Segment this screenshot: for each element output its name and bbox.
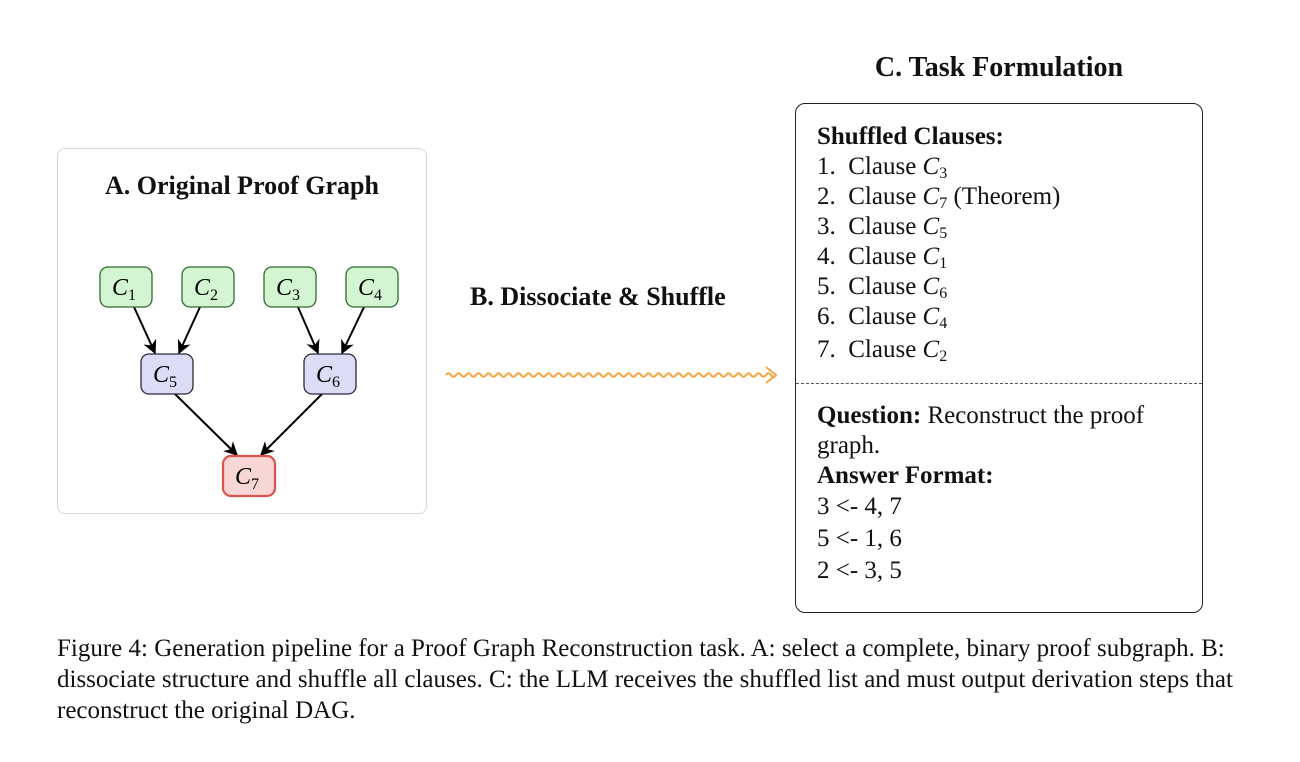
theorem-note: (Theorem) <box>947 183 1061 210</box>
clause-item: 1. Clause C3 <box>817 153 948 182</box>
section-divider <box>796 383 1202 384</box>
svg-text:C6: C6 <box>316 362 340 391</box>
answer-format-list: 3 <- 4, 7 5 <- 1, 6 2 <- 3, 5 <box>817 491 1187 587</box>
squiggle-line <box>445 372 777 378</box>
question-block: Question: Reconstruct the proof graph. <box>817 401 1187 461</box>
node-c5: C5 <box>140 353 194 395</box>
svg-text:C7: C7 <box>235 464 259 493</box>
svg-text:C1: C1 <box>112 275 136 304</box>
edge-c1-c5 <box>133 306 157 355</box>
figure-caption: Figure 4: Generation pipeline for a Proo… <box>57 635 1233 724</box>
clause-item: 5. Clause C6 <box>817 273 948 302</box>
node-c1: C1 <box>99 266 153 308</box>
clause-item: 4. Clause C1 <box>817 243 948 272</box>
clause-item: 2. Clause C7 (Theorem) <box>817 183 1061 212</box>
squiggle-arrowhead <box>765 366 778 384</box>
clause-item: 3. Clause C5 <box>817 213 948 242</box>
edge-c2-c5 <box>177 306 201 355</box>
panel-a-title: A. Original Proof Graph <box>105 171 379 200</box>
edge-c6-c7 <box>260 393 323 456</box>
node-c2: C2 <box>181 266 235 308</box>
answer-format-heading: Answer Format: <box>817 462 994 489</box>
answer-line: 5 <- 1, 6 <box>817 525 902 552</box>
svg-text:C4: C4 <box>358 275 382 304</box>
edge-c4-c6 <box>341 306 365 355</box>
answer-line: 3 <- 4, 7 <box>817 493 902 520</box>
node-c4: C4 <box>345 266 399 308</box>
node-c6: C6 <box>303 353 357 395</box>
node-c3: C3 <box>263 266 317 308</box>
panel-c-title: C. Task Formulation <box>874 52 1124 83</box>
node-c7: C7 <box>221 454 277 498</box>
panel-b-title: B. Dissociate & Shuffle <box>470 282 726 311</box>
answer-line: 2 <- 3, 5 <box>817 557 902 584</box>
svg-text:C5: C5 <box>153 362 177 391</box>
clause-item: 6. Clause C4 <box>817 303 948 332</box>
question-text: Reconstruct the proof graph. <box>817 402 1145 459</box>
edge-c5-c7 <box>174 393 238 456</box>
svg-text:C3: C3 <box>276 275 300 304</box>
clause-item: 7. Clause C2 <box>817 336 948 365</box>
shuffled-clauses-heading: Shuffled Clauses: <box>817 123 1004 150</box>
svg-text:C2: C2 <box>194 275 218 304</box>
question-label: Question: <box>817 402 922 429</box>
squiggly-arrow <box>445 366 778 384</box>
edge-c3-c6 <box>297 306 320 355</box>
